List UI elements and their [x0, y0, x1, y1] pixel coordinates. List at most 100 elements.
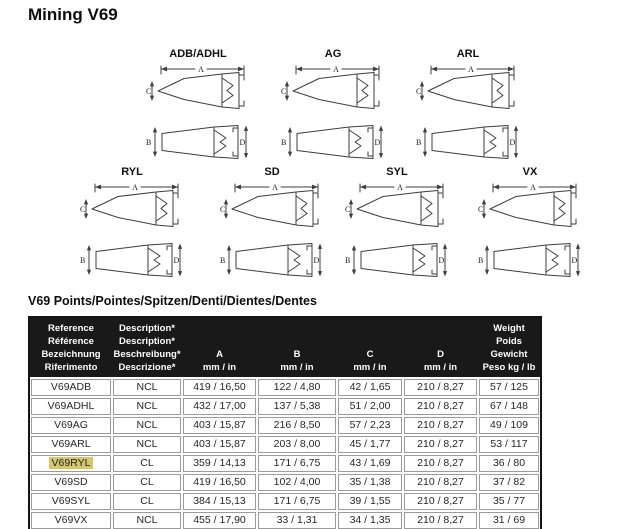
- dim-c-label: C: [478, 205, 483, 214]
- reference-text: V69ARL: [51, 438, 91, 450]
- dim-d-label: D: [375, 138, 381, 147]
- cell-dim-c: 35 / 1,38: [338, 474, 402, 491]
- dim-c-label: C: [281, 87, 286, 96]
- dim-b-label: B: [478, 256, 483, 265]
- cell-dim-d: 210 / 8,27: [404, 398, 477, 415]
- cell-dim-b: 122 / 4,80: [258, 379, 336, 396]
- dim-b-label: B: [80, 256, 85, 265]
- cell-reference: V69ADB: [31, 379, 111, 396]
- dim-a-label: A: [397, 183, 403, 192]
- cell-dim-d: 210 / 8,27: [404, 474, 477, 491]
- tooth-plan-view: B D: [146, 125, 249, 159]
- table-row: V69ADB NCL 419 / 16,50 122 / 4,80 42 / 1…: [31, 379, 539, 396]
- cell-weight: 57 / 125: [479, 379, 539, 396]
- drawing-label: SD: [264, 166, 280, 178]
- tooth-side-view: A C: [80, 183, 179, 227]
- dim-a-label: A: [198, 65, 204, 74]
- reference-text: V69SD: [54, 476, 88, 488]
- drawing-label: VX: [522, 166, 538, 178]
- cell-dim-d: 210 / 8,27: [404, 512, 477, 529]
- cell-dim-d: 210 / 8,27: [404, 455, 477, 472]
- tooth-drawing: A C B D: [78, 180, 186, 284]
- cell-weight: 35 / 77: [479, 493, 539, 510]
- dim-b-label: B: [345, 256, 350, 265]
- cell-dim-d: 210 / 8,27: [404, 417, 477, 434]
- section-heading: V69 Points/Pointes/Spitzen/Denti/Dientes…: [28, 294, 317, 308]
- tooth-plan-view: B D: [80, 243, 183, 277]
- drawing-group-adb-adhl: ADB/ADHL A C B: [144, 48, 252, 166]
- dim-b-label: B: [416, 138, 421, 147]
- header-reference: Reference Référence Bezeichnung Riferime…: [41, 323, 101, 373]
- dim-d-label: D: [510, 138, 516, 147]
- reference-text: V69SYL: [51, 495, 91, 507]
- cell-dim-c: 45 / 1,77: [338, 436, 402, 453]
- cell-dim-d: 210 / 8,27: [404, 379, 477, 396]
- dim-c-label: C: [80, 205, 85, 214]
- header-dim-c: C mm / in: [353, 349, 387, 373]
- cell-dim-d: 210 / 8,27: [404, 493, 477, 510]
- cell-dim-c: 39 / 1,55: [338, 493, 402, 510]
- tooth-plan-view: B D: [478, 243, 581, 277]
- drawing-group-vx: VX A C B D: [476, 166, 584, 284]
- cell-description: CL: [113, 474, 181, 491]
- drawing-label: ADB/ADHL: [169, 48, 227, 60]
- table-body: V69ADB NCL 419 / 16,50 122 / 4,80 42 / 1…: [30, 377, 540, 529]
- tooth-drawing: A C B D: [343, 180, 451, 284]
- table-row: V69SYL CL 384 / 15,13 171 / 6,75 39 / 1,…: [31, 493, 539, 510]
- drawing-label: SYL: [386, 166, 408, 178]
- cell-dim-b: 137 / 5,38: [258, 398, 336, 415]
- reference-text: V69RYL: [48, 457, 94, 469]
- dim-b-label: B: [281, 138, 286, 147]
- cell-dim-b: 102 / 4,00: [258, 474, 336, 491]
- table-row: V69RYL CL 359 / 14,13 171 / 6,75 43 / 1,…: [31, 455, 539, 472]
- tooth-plan-view: B D: [220, 243, 323, 277]
- cell-reference: V69ADHL: [31, 398, 111, 415]
- table-row: V69ARL NCL 403 / 15,87 203 / 8,00 45 / 1…: [31, 436, 539, 453]
- tooth-drawing: A C B D: [279, 62, 387, 166]
- points-spec-table: Reference Référence Bezeichnung Riferime…: [28, 316, 542, 529]
- dim-c-label: C: [416, 87, 421, 96]
- cell-description: NCL: [113, 398, 181, 415]
- dim-b-label: B: [220, 256, 225, 265]
- cell-dim-a: 419 / 16,50: [183, 379, 256, 396]
- cell-reference: V69VX: [31, 512, 111, 529]
- dim-c-label: C: [146, 87, 151, 96]
- cell-dim-c: 57 / 2,23: [338, 417, 402, 434]
- tooth-plan-view: B D: [416, 125, 519, 159]
- cell-description: CL: [113, 493, 181, 510]
- cell-reference: V69RYL: [31, 455, 111, 472]
- dim-a-label: A: [468, 65, 474, 74]
- cell-weight: 36 / 80: [479, 455, 539, 472]
- drawing-group-sd: SD A C B D: [218, 166, 326, 284]
- tooth-drawing: A C B D: [414, 62, 522, 166]
- reference-text: V69ADB: [50, 381, 92, 393]
- tooth-side-view: A C: [281, 65, 380, 109]
- cell-weight: 37 / 82: [479, 474, 539, 491]
- tooth-side-view: A C: [345, 183, 444, 227]
- cell-dim-d: 210 / 8,27: [404, 436, 477, 453]
- dim-d-label: D: [439, 256, 445, 265]
- cell-description: NCL: [113, 512, 181, 529]
- cell-dim-a: 432 / 17,00: [183, 398, 256, 415]
- dim-d-label: D: [174, 256, 180, 265]
- cell-dim-a: 384 / 15,13: [183, 493, 256, 510]
- reference-text: V69VX: [54, 514, 88, 526]
- tooth-drawing: A C B D: [144, 62, 252, 166]
- cell-reference: V69ARL: [31, 436, 111, 453]
- header-description: Description* Description* Beschreibung* …: [113, 323, 181, 373]
- dim-a-label: A: [333, 65, 339, 74]
- dim-a-label: A: [132, 183, 138, 192]
- table-header: Reference Référence Bezeichnung Riferime…: [30, 318, 540, 377]
- cell-weight: 49 / 109: [479, 417, 539, 434]
- dim-a-label: A: [530, 183, 536, 192]
- drawing-label: AG: [324, 48, 342, 60]
- reference-text: V69ADHL: [47, 400, 95, 412]
- cell-reference: V69SYL: [31, 493, 111, 510]
- cell-dim-b: 216 / 8,50: [258, 417, 336, 434]
- dim-a-label: A: [272, 183, 278, 192]
- cell-dim-a: 403 / 15,87: [183, 417, 256, 434]
- header-weight: Weight Poids Gewicht Peso kg / lb: [482, 323, 536, 373]
- drawing-label: ARL: [456, 48, 480, 60]
- cell-description: NCL: [113, 417, 181, 434]
